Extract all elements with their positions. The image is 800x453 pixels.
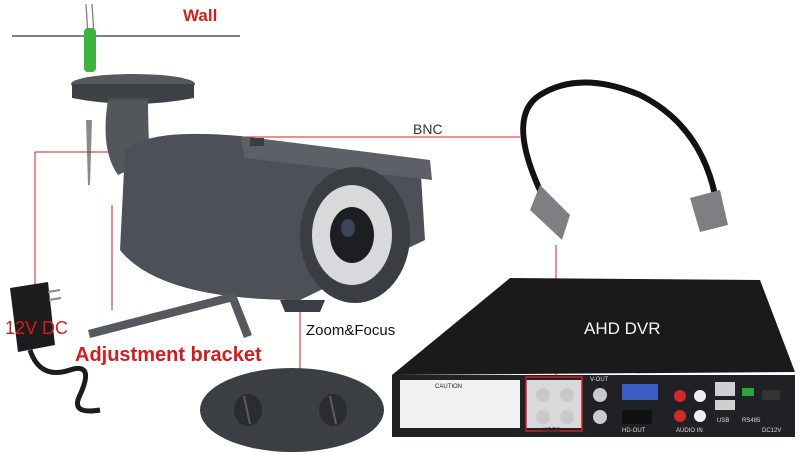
dvr-vout-text: V-OUT [590,377,609,383]
camera-mount [71,74,195,175]
wall-label: Wall [183,6,218,25]
zoom-focus-closeup [200,368,384,452]
bnc-cable [520,79,728,240]
dvr-caution-text: CAUTION [435,384,462,390]
dvr-hdout-text: HD-OUT [622,428,646,434]
wall-plug-icon [84,28,96,72]
dvr-video-text: VIDEO [542,428,561,434]
power-label: 12V DC [5,318,69,338]
dvr-dc12v-text: DC12V [762,428,781,434]
zoom-focus-label: Zoom&Focus [306,322,396,339]
allen-key-icon [88,292,252,338]
power-adapter-icon [10,282,101,414]
camera-body [120,133,432,312]
dvr-box [392,278,795,437]
ahd-dvr-label: AHD DVR [584,319,661,338]
adjustment-bracket-label: Adjustment bracket [75,344,262,366]
dvr-usb-text: USB [717,418,729,424]
dvr-rs485-text: RS485 [742,418,761,424]
dvr-audioin-text: AUDIO IN [676,428,703,434]
bnc-label: BNC [413,121,443,137]
